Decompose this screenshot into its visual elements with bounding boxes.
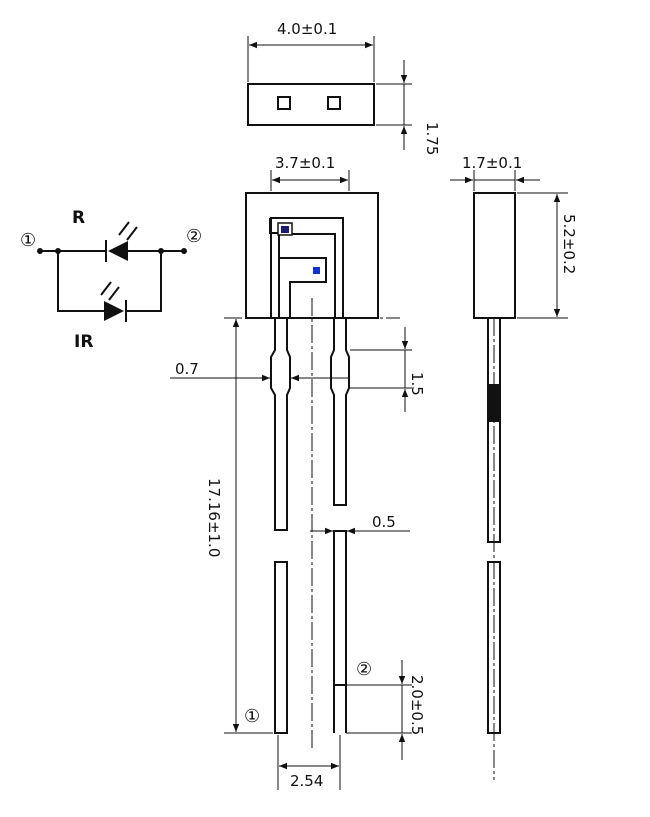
side-view: 1.7±0.1 5.2±0.2 [450, 154, 578, 780]
lead-1 [270, 318, 291, 734]
schematic-node [37, 248, 43, 254]
lead-thickness-label: 0.5 [372, 513, 396, 531]
front-view: 3.7±0.1 0.7 [170, 154, 426, 790]
inner-width-label: 3.7±0.1 [275, 154, 335, 172]
top-width-label: 4.0±0.1 [277, 20, 337, 38]
schematic-terminal-2: ② [186, 226, 202, 247]
lead-frame-outer [270, 217, 344, 318]
side-height-label: 5.2±0.2 [560, 214, 578, 274]
pin-1-label: ① [244, 706, 260, 727]
pin-2-label: ② [356, 659, 372, 680]
top-view-body [247, 83, 375, 126]
side-width-label: 1.7±0.1 [462, 154, 522, 172]
lead-frame-pad-2 [278, 257, 327, 318]
lead-width-label: 0.7 [175, 360, 199, 378]
side-view-body [473, 192, 516, 319]
schematic-terminal-1: ① [20, 230, 36, 251]
top-height-label: 1.75 [423, 122, 441, 155]
offset-label: 1.5 [408, 372, 426, 396]
top-view: 4.0±0.1 1.75 [247, 20, 441, 155]
ir-led-symbol [100, 281, 127, 322]
lead-2 [330, 318, 350, 733]
pin-length-label: 2.0±0.5 [408, 675, 426, 735]
schematic-wire-lower-left [57, 251, 104, 312]
side-lead [487, 317, 501, 734]
ir-chip [313, 267, 320, 274]
red-led-symbol [105, 221, 138, 262]
pitch-label: 2.54 [290, 772, 323, 790]
top-view-window [277, 96, 291, 110]
lead-length-label: 17.16±1.0 [205, 478, 223, 557]
top-view-window [327, 96, 341, 110]
circuit-schematic: ① ② R IR [20, 208, 202, 352]
red-led-label: R [72, 208, 85, 228]
schematic-node [181, 248, 187, 254]
lead-frame-inner [287, 233, 336, 318]
ir-led-label: IR [74, 332, 93, 352]
red-chip [281, 226, 289, 233]
schematic-wire-lower-right [126, 251, 162, 312]
